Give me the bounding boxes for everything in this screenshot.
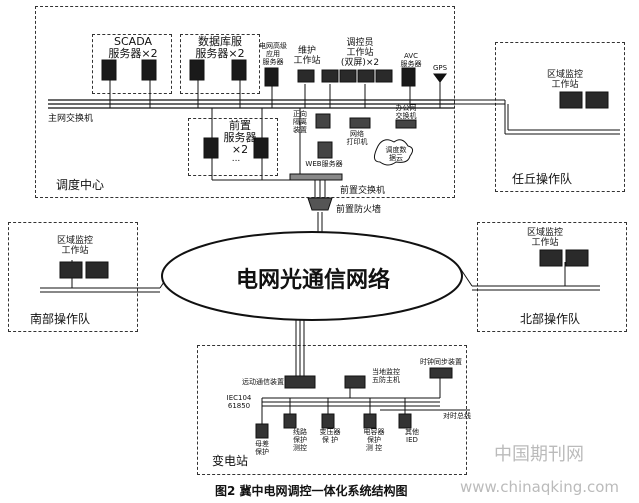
dispatcher-label: 调控员 工作站 (双屏)×2 [340, 38, 380, 68]
north-workstation-label: 区域监控 工作站 [526, 228, 563, 248]
figure-caption: 图2 冀中电网调控一体化系统结构图 [215, 484, 408, 498]
scada-group [92, 34, 172, 94]
dispatch-center-name: 调度中心 [56, 178, 105, 192]
dispatch-center-region [35, 6, 455, 198]
scada-label: SCADA 服务器×2 [108, 35, 158, 60]
time-bus-label: 对时总线 [443, 412, 471, 420]
north-name: 北部操作队 [520, 312, 581, 326]
renqiu-region [495, 42, 625, 192]
renqiu-name: 任丘操作队 [512, 172, 573, 186]
maintenance-label: 维护 工作站 [293, 46, 321, 66]
south-name: 南部操作队 [30, 312, 91, 326]
grid-app-label: 电网高级 应用 服务器 [259, 42, 287, 66]
cloud-shape [374, 139, 414, 166]
dispatch-data-label: 调度数 据云 [385, 146, 407, 162]
local-monitor-label: 当地监控 五防主机 [372, 368, 400, 384]
avc-label: AVC 服务器 [400, 52, 422, 68]
printer-label: 网络 打印机 [346, 130, 368, 146]
busbar-label: 母差 保护 [255, 440, 269, 456]
ellipsis-label: ... [231, 154, 241, 164]
iec-label: IEC104 61850 [226, 394, 252, 410]
line-label: 线路 保护 测控 [293, 428, 307, 452]
transformer-label: 变压器 保 护 [319, 428, 341, 444]
watermark-text: 中国期刊网 [494, 444, 584, 465]
main-switch-label: 主网交换机 [48, 114, 94, 124]
optical-network-ellipse [161, 231, 463, 321]
watermark-url: www.chinaqking.com [460, 478, 620, 496]
other-ied-label: 其他 IED [405, 428, 419, 444]
north-region [477, 222, 627, 332]
substation-name: 变电站 [212, 454, 249, 468]
frontend-label: 前置 服务器×2 [223, 119, 257, 156]
center-network-title: 电网光通信网络 [235, 268, 390, 293]
remote-comm-label: 远动通信装置 [242, 378, 284, 386]
south-region [8, 222, 138, 332]
database-label: 数据库服 服务器×2 [195, 35, 245, 60]
front-firewall-label: 前置防火墙 [336, 205, 382, 215]
office-switch-label: 办公网 交换机 [395, 104, 417, 120]
front-switch-label: 前置交换机 [340, 186, 386, 196]
web-server-label: WEB服务器 [305, 160, 343, 168]
capacitor-label: 电容器 保护 测 控 [363, 428, 385, 452]
south-workstation-label: 区域监控 工作站 [56, 236, 93, 256]
frontend-group [188, 118, 278, 176]
renqiu-workstation-label: 区域监控 工作站 [546, 70, 583, 90]
time-sync-label: 时钟同步装置 [420, 358, 462, 366]
database-group [180, 34, 260, 94]
gps-label: GPS [432, 64, 448, 72]
isolator-label: 正向 隔离 装置 [293, 110, 307, 134]
